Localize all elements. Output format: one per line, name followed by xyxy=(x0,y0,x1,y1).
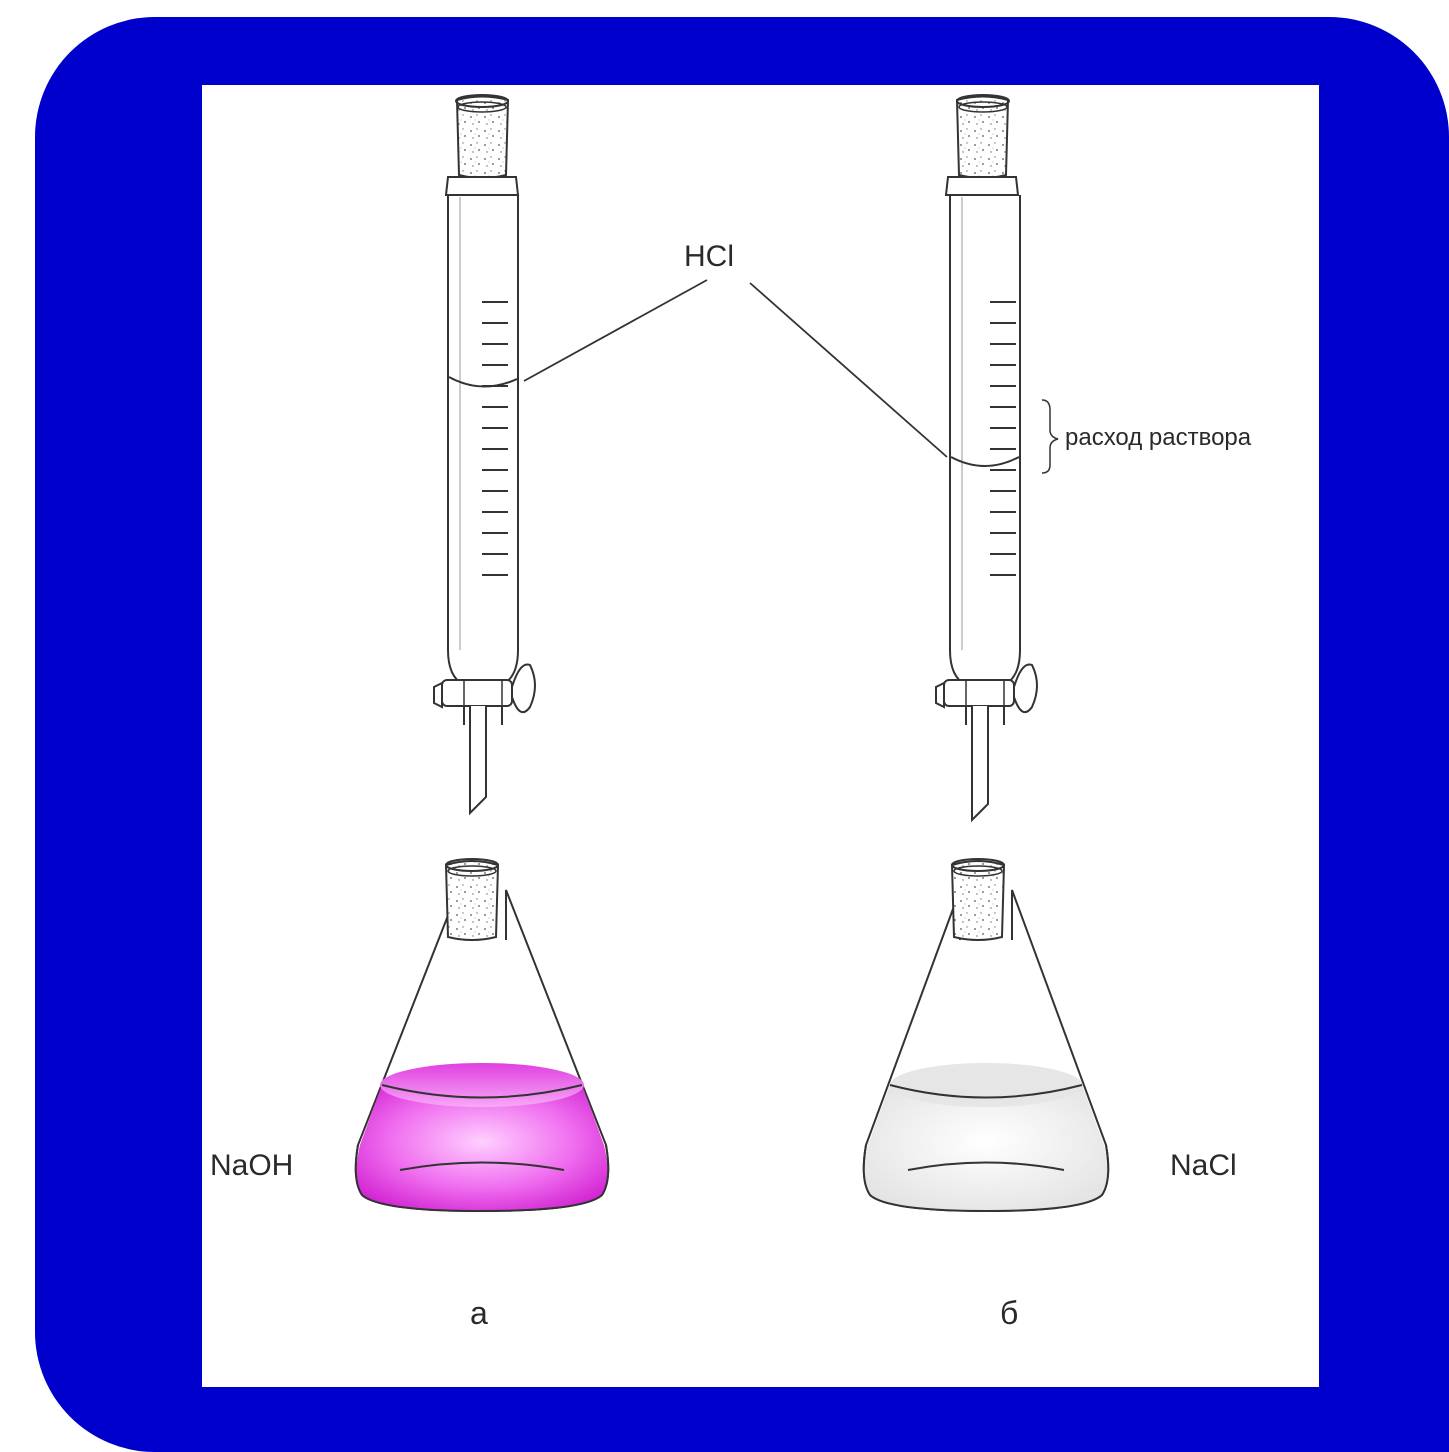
flask-b-conical-flask-icon xyxy=(862,858,1110,1213)
hcl-label: HCl xyxy=(684,240,734,273)
titration-diagram xyxy=(354,94,1110,1213)
burette-b-stopper-icon xyxy=(955,94,1010,179)
burette-b xyxy=(935,94,1059,823)
flask-b-stopper-icon xyxy=(950,858,1006,941)
diagram-panel: HCl расход раствора NaOH NaCl а б xyxy=(202,85,1319,1387)
caption-b: б xyxy=(1000,1295,1019,1331)
burette-a-stopper-icon xyxy=(455,94,510,179)
naoh-label: NaOH xyxy=(210,1149,294,1182)
flask-a-conical-flask-icon xyxy=(354,858,610,1213)
burette-a xyxy=(433,94,536,816)
flask-a-stopper-icon xyxy=(444,858,500,941)
hcl-pointer-lines xyxy=(523,279,948,458)
caption-a: а xyxy=(470,1295,488,1331)
burette-a-stopcock-icon xyxy=(433,663,536,714)
burette-b-stopcock-icon xyxy=(935,663,1038,714)
nacl-label: NaCl xyxy=(1170,1149,1237,1182)
solution-consumption-label: расход раствора xyxy=(1065,424,1252,451)
